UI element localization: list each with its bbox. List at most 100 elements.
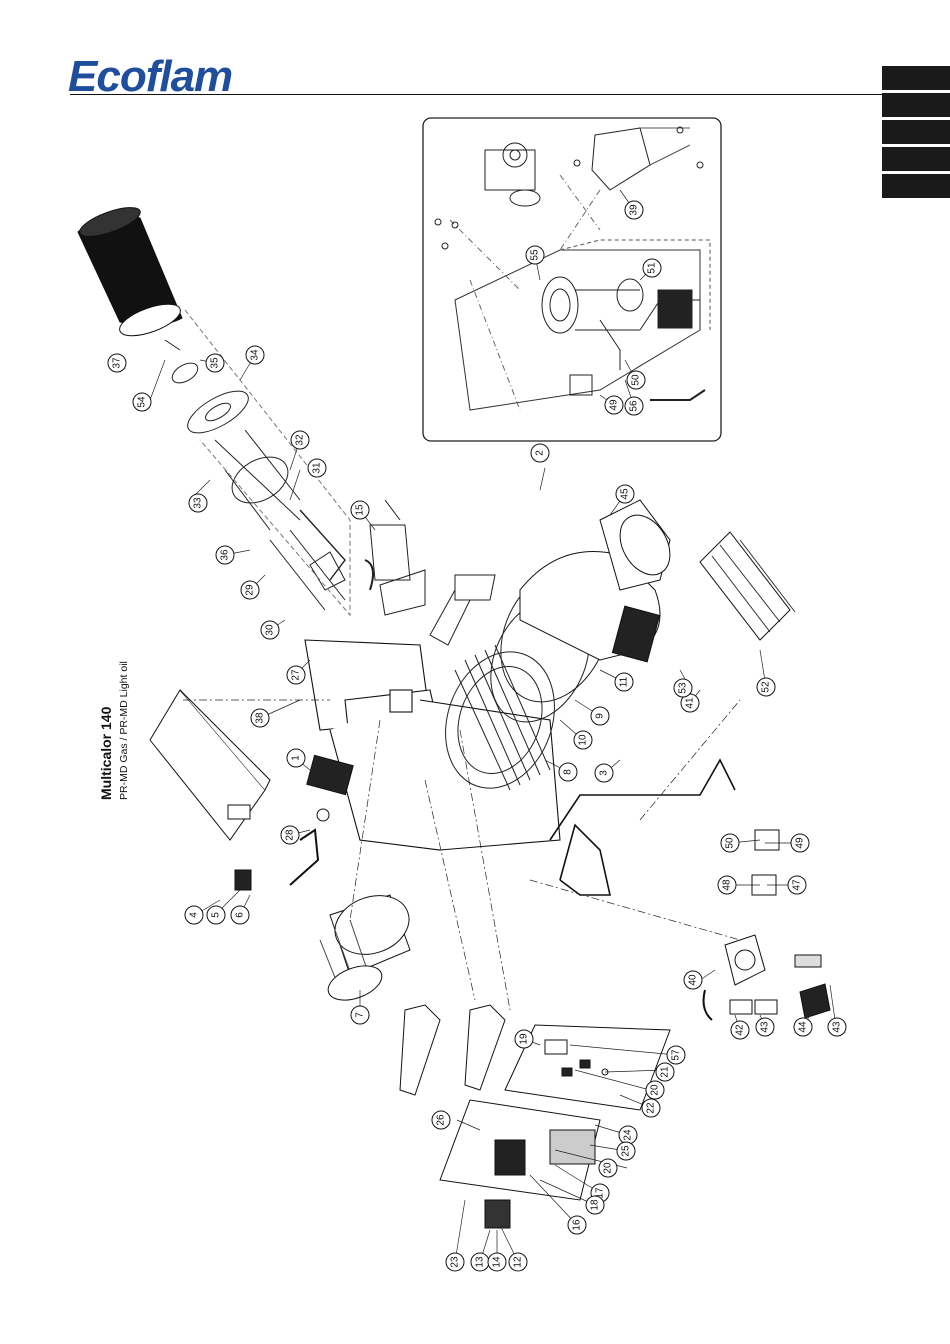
callout-label: 44 — [798, 1021, 809, 1033]
electrode-plate — [365, 500, 495, 645]
callout-label: 36 — [220, 549, 231, 561]
part-callout: 15 — [351, 501, 369, 519]
model-subtitle: PR-MD Gas / PR-MD Light oil — [118, 661, 130, 800]
ignition-transformer — [290, 755, 353, 885]
blower-volute — [520, 500, 680, 662]
callout-label: 43 — [760, 1021, 771, 1033]
blast-tube — [77, 202, 185, 343]
part-callout: 56 — [625, 397, 643, 415]
part-callout: 1 — [287, 749, 305, 767]
callout-label: 1 — [291, 755, 302, 761]
part-callout: 25 — [617, 1142, 635, 1160]
callout-label: 52 — [761, 681, 772, 693]
callout-label: 31 — [312, 462, 323, 474]
callout-label: 48 — [722, 879, 733, 891]
part-callout: 50 — [721, 834, 739, 852]
callout-label: 14 — [492, 1256, 503, 1268]
callout-label: 40 — [688, 974, 699, 986]
part-callout: 44 — [794, 1018, 812, 1036]
callout-label: 34 — [250, 349, 261, 361]
part-callout: 38 — [251, 709, 269, 727]
callout-label: 7 — [355, 1012, 366, 1018]
part-callout: 49 — [605, 396, 623, 414]
callout-label: 8 — [563, 769, 574, 775]
callout-label: 13 — [475, 1256, 486, 1268]
callout-label: 27 — [291, 669, 302, 681]
callout-label: 56 — [629, 400, 640, 412]
part-callout: 29 — [241, 581, 259, 599]
callout-label: 26 — [436, 1114, 447, 1126]
callout-label: 12 — [513, 1256, 524, 1268]
part-callout: 43 — [756, 1018, 774, 1036]
part-callout: 33 — [189, 494, 207, 512]
part-callout: 52 — [757, 678, 775, 696]
mounting-brackets — [400, 1005, 505, 1095]
callout-label: 54 — [137, 396, 148, 408]
callout-label: 25 — [621, 1145, 632, 1157]
callout-label: 21 — [660, 1066, 671, 1078]
part-callout: 20 — [646, 1081, 664, 1099]
callout-label: 4 — [189, 912, 200, 918]
air-grille — [700, 532, 795, 640]
part-callout: 54 — [133, 393, 151, 411]
motor — [320, 886, 417, 1007]
part-callout: 34 — [246, 346, 264, 364]
callout-label: 42 — [735, 1024, 746, 1036]
part-callout: 31 — [308, 459, 326, 477]
part-callout: 48 — [718, 876, 736, 894]
part-callout: 39 — [625, 201, 643, 219]
callout-label: 49 — [795, 837, 806, 849]
part-callout: 37 — [108, 354, 126, 372]
callout-label: 57 — [671, 1049, 682, 1061]
part-callout: 18 — [586, 1196, 604, 1214]
part-callout: 16 — [568, 1216, 586, 1234]
part-callout: 47 — [788, 876, 806, 894]
callout-label: 23 — [450, 1256, 461, 1268]
part-callout: 22 — [642, 1099, 660, 1117]
callout-label: 28 — [285, 829, 296, 841]
part-callout: 35 — [206, 354, 224, 372]
part-callout: 57 — [667, 1046, 685, 1064]
callout-label: 3 — [599, 770, 610, 776]
callout-label: 6 — [235, 912, 246, 918]
callout-label: 33 — [193, 497, 204, 509]
fuel-piping — [550, 760, 735, 895]
part-callout: 55 — [526, 246, 544, 264]
callout-label: 43 — [832, 1021, 843, 1033]
part-callout: 10 — [574, 731, 592, 749]
part-callout: 11 — [615, 673, 633, 691]
callout-label: 32 — [295, 434, 306, 446]
callout-label: 2 — [535, 450, 546, 456]
callout-label: 35 — [210, 357, 221, 369]
part-callout: 40 — [684, 971, 702, 989]
part-callout: 28 — [281, 826, 299, 844]
part-callout: 53 — [674, 679, 692, 697]
part-callout: 19 — [515, 1030, 533, 1048]
callout-label: 16 — [572, 1219, 583, 1231]
part-callout: 9 — [591, 707, 609, 725]
part-callout: 42 — [731, 1021, 749, 1039]
callout-label: 22 — [646, 1102, 657, 1114]
part-callout: 3 — [595, 764, 613, 782]
part-callout: 7 — [351, 1006, 369, 1024]
part-callout: 14 — [488, 1253, 506, 1271]
callout-label: 19 — [519, 1033, 530, 1045]
callout-label: 37 — [112, 357, 123, 369]
part-callout: 50 — [627, 371, 645, 389]
part-callout: 5 — [207, 906, 225, 924]
callout-label: 30 — [265, 624, 276, 636]
callout-label: 9 — [595, 713, 606, 719]
part-callout: 51 — [643, 259, 661, 277]
model-title: Multicalor 140 — [98, 706, 114, 800]
part-callout: 6 — [231, 906, 249, 924]
part-callout: 32 — [291, 431, 309, 449]
oil-pump — [704, 830, 830, 1020]
callout-label: 41 — [685, 697, 696, 709]
part-callout: 4 — [185, 906, 203, 924]
callout-label: 5 — [211, 912, 222, 918]
callout-label: 38 — [255, 712, 266, 724]
callout-label: 50 — [725, 837, 736, 849]
part-callout: 8 — [559, 763, 577, 781]
callout-label: 10 — [578, 734, 589, 746]
part-callout: 21 — [656, 1063, 674, 1081]
